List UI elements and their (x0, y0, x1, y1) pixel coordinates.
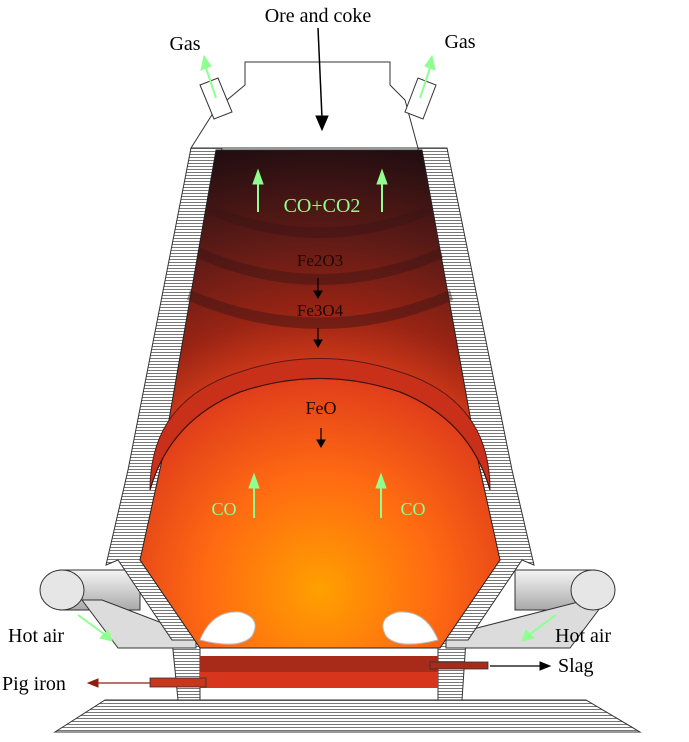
hearth-wall-left (171, 639, 201, 701)
slag-tap (429, 661, 489, 670)
pig-iron-arrow (86, 678, 150, 688)
label-top-gas: CO+CO2 (284, 195, 361, 217)
label-hot-air-right: Hot air (555, 625, 611, 647)
gas-outlet-right (404, 77, 437, 120)
tuyere-flame-left (199, 611, 256, 645)
label-co-left: CO (211, 499, 236, 519)
process-arrows (313, 27, 552, 671)
gas-flow-arrows (77, 54, 557, 642)
label-fe2o3: Fe2O3 (297, 251, 343, 270)
label-gas-left: Gas (169, 33, 200, 55)
label-feo: FeO (306, 398, 337, 418)
label-ore-and-coke: Ore and coke (265, 5, 372, 27)
label-gas-right: Gas (444, 31, 475, 53)
feo-zone-boundary (149, 378, 491, 491)
hearth-wall-right (437, 639, 467, 701)
label-co-right: CO (400, 499, 425, 519)
label-fe3o4: Fe3O4 (297, 301, 344, 320)
iron-tap (149, 677, 207, 688)
label-hot-air-left: Hot air (8, 625, 64, 647)
top-hopper (190, 61, 419, 149)
gas-outlet-left (199, 77, 233, 120)
ore-layers (187, 205, 453, 329)
furnace-interior (139, 149, 501, 649)
label-slag: Slag (558, 655, 594, 677)
slag-layer (200, 656, 438, 672)
label-pig-iron: Pig iron (2, 673, 66, 695)
pig-iron-layer (200, 672, 438, 688)
furnace-base (53, 699, 642, 733)
hot-air-pipe-right (445, 569, 616, 649)
tuyere-flame-right (382, 611, 439, 645)
